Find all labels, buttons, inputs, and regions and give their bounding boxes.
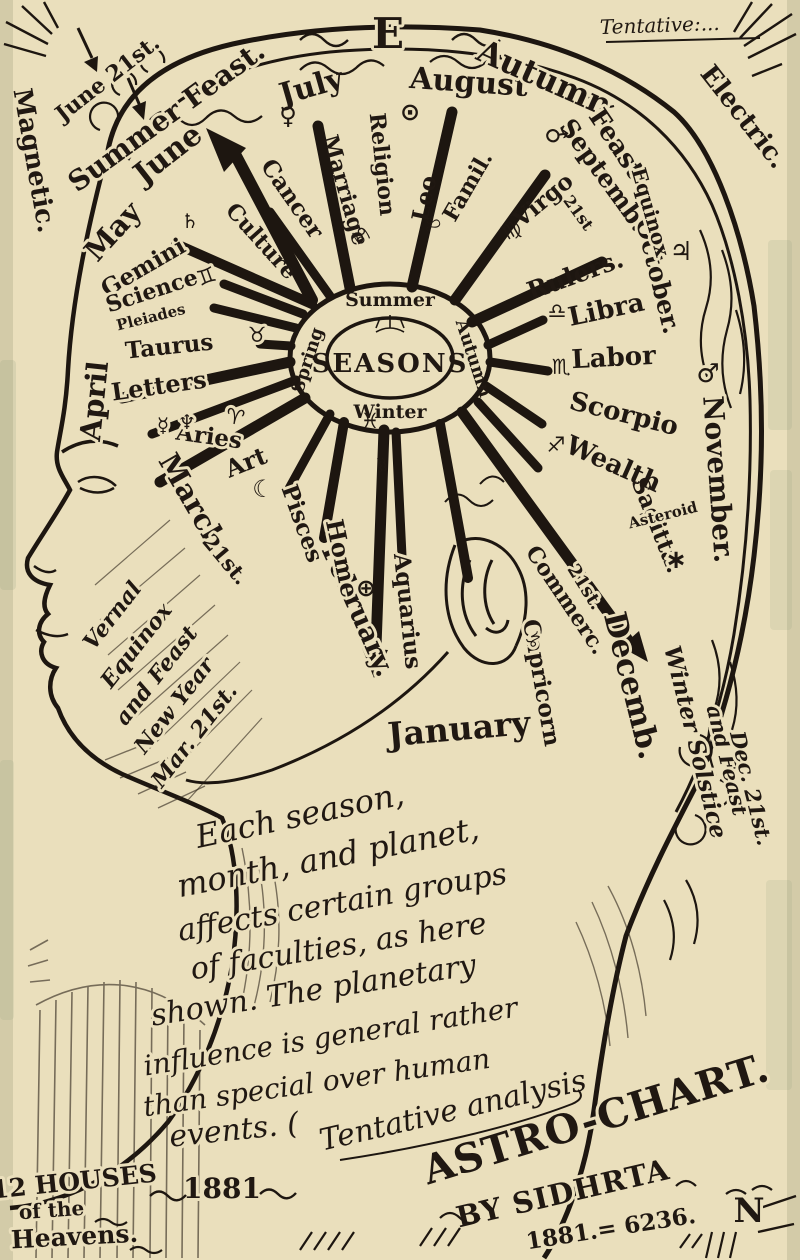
taurus-glyph-icon: ♉: [248, 323, 267, 347]
year-flourishes: [149, 1188, 297, 1202]
corner-rays: [3, 1, 797, 1234]
libra-glyph-icon: ♎: [548, 299, 567, 323]
head-drawing: [9, 24, 764, 1260]
moon-icon: ☾: [252, 475, 274, 503]
houses-line-2: of the: [18, 1196, 85, 1225]
neck-back-hatching: [575, 885, 647, 1047]
faculty-labor: Labor: [571, 341, 657, 375]
east-marker: E: [372, 9, 404, 58]
jaw-line: [185, 651, 450, 785]
sextile-icon: ∗: [665, 545, 687, 575]
north-marker: N: [733, 1191, 764, 1231]
shoulder-hatching: [27, 939, 206, 1259]
sagittarius-glyph-icon: ♐: [547, 433, 566, 457]
throat-hatching: [104, 741, 280, 1011]
skull-hair-outline: [105, 24, 764, 1260]
mars-2-icon: ♂: [696, 359, 719, 389]
ear: [444, 475, 528, 665]
inner-hairline: [126, 47, 752, 813]
face-profile-outline: [9, 149, 239, 1211]
aquarius-glyph-icon: ♒: [369, 454, 396, 476]
ray-arrowheads: [206, 128, 648, 678]
center-winter-label: Winter: [353, 401, 428, 423]
earth-icon: ⊕: [356, 574, 376, 602]
cheek-hatching: [94, 519, 263, 801]
sun-rays-ornament: [375, 315, 405, 333]
saturn-icon: ♄: [181, 209, 199, 233]
mercury-icon: ☿: [157, 413, 169, 437]
nostril: [33, 564, 57, 574]
hair-strokes: [88, 47, 746, 961]
wheel-rays: [116, 106, 634, 652]
footer-flourishes: [94, 1179, 773, 1259]
pisces-glyph-icon: ♓: [361, 409, 380, 433]
season-wheel: Summer SEASONS Winter Spring Autumn: [76, 27, 648, 678]
center-seasons-label: SEASONS: [312, 349, 469, 379]
east-flourishes: [299, 32, 501, 48]
center-summer-label: Summer: [345, 289, 436, 311]
jupiter-icon: ♃: [669, 237, 692, 267]
planet-glyphs: ♀ ⊙ ♂ ♃ ♂ ♄ ☿ ♆ ⊕ ☾ ∗: [154, 98, 723, 602]
year-label: 1881: [183, 1172, 261, 1205]
month-august: August: [407, 61, 529, 104]
tentative-note: Tentative:...: [599, 11, 720, 39]
sun-icon: ⊙: [400, 98, 420, 126]
eyebrow: [61, 439, 119, 454]
neptune-icon: ♆: [178, 410, 196, 434]
mouth-line: [35, 628, 69, 638]
analysis-underline-flourish: [339, 1089, 582, 1161]
scorpio-glyph-icon: ♏: [552, 355, 571, 379]
venus-icon: ♀: [279, 102, 297, 130]
eye: [77, 475, 117, 494]
tentative-underline: [605, 37, 761, 43]
small-arrows: [76, 27, 146, 120]
